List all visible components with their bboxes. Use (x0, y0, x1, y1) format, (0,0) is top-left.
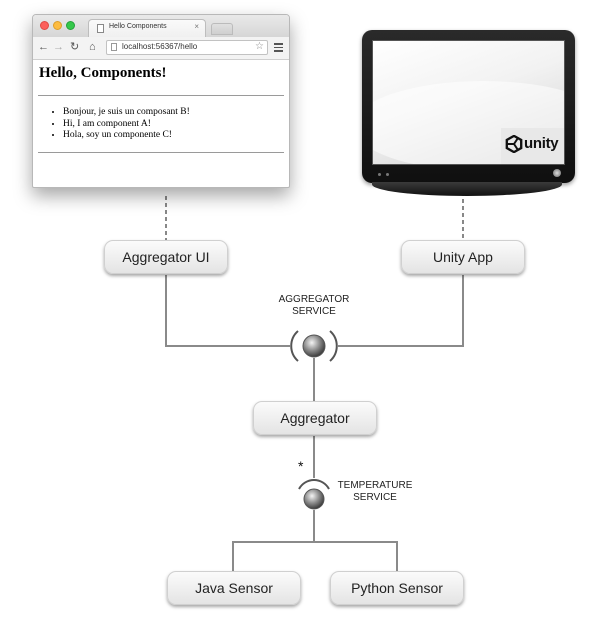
home-icon[interactable]: ⌂ (89, 41, 96, 53)
aggregator-service-socket-right (329, 330, 338, 362)
list-item: Hola, soy un componente C! (63, 130, 190, 142)
browser-titlebar: Hello Components × (33, 15, 289, 38)
unity-app-component[interactable]: Unity App (401, 240, 525, 274)
led-icon (386, 173, 389, 176)
back-arrow-icon[interactable]: ← (38, 41, 49, 53)
sensors-link (232, 510, 315, 571)
new-tab-button[interactable] (211, 23, 233, 35)
ui-service-link (165, 275, 290, 347)
menu-icon[interactable] (274, 43, 283, 52)
tab-close-icon[interactable]: × (194, 22, 199, 31)
close-window-icon[interactable] (40, 21, 49, 30)
unity-service-link (338, 275, 464, 347)
bookmark-star-icon[interactable]: ☆ (255, 41, 264, 52)
page-icon (111, 43, 117, 51)
monitor-screen: unity (372, 40, 565, 165)
java-sensor-component[interactable]: Java Sensor (167, 571, 301, 605)
address-bar[interactable]: localhost:56367/hello ☆ (106, 40, 268, 55)
temperature-service-label: TEMPERATURE SERVICE (337, 480, 413, 503)
aggregator-service-socket-left (290, 330, 299, 362)
page-heading: Hello, Components! (39, 65, 167, 81)
maximize-window-icon[interactable] (66, 21, 75, 30)
power-button-icon (553, 169, 561, 177)
url-text: localhost:56367/hello (122, 42, 198, 51)
python-sensor-component[interactable]: Python Sensor (330, 571, 464, 605)
tv-monitor: unity (362, 30, 575, 183)
list-item: Bonjour, je suis un composant B! (63, 107, 190, 119)
browser-toolbar: ← → ↻ ⌂ localhost:56367/hello ☆ (33, 37, 289, 60)
reload-icon[interactable]: ↻ (70, 41, 80, 53)
greeting-list: Bonjour, je suis un composant B! Hi, I a… (45, 107, 190, 142)
aggregator-service-ball (302, 334, 326, 358)
browser-window: Hello Components × ← → ↻ ⌂ localhost:563… (32, 14, 290, 188)
monitor-stand (372, 182, 562, 196)
document-icon (97, 24, 104, 33)
browser-tab[interactable]: Hello Components × (88, 19, 206, 37)
tab-title: Hello Components (109, 23, 167, 30)
sensors-link-right (314, 541, 398, 571)
aggregator-component[interactable]: Aggregator (253, 401, 377, 435)
led-icon (378, 173, 381, 176)
forward-arrow-icon[interactable]: → (53, 41, 64, 53)
divider (38, 152, 284, 153)
aggregator-ui-component[interactable]: Aggregator UI (104, 240, 228, 274)
unity-logo: unity (501, 128, 564, 164)
multiplicity-label: * (298, 458, 304, 474)
temperature-service-socket (298, 479, 330, 490)
unity-cube-icon (505, 135, 523, 153)
minimize-window-icon[interactable] (53, 21, 62, 30)
unity-logo-text: unity (524, 135, 559, 152)
temperature-service-ball (303, 488, 325, 510)
list-item: Hi, I am component A! (63, 119, 190, 131)
divider (38, 95, 284, 96)
aggregator-service-label: AGGREGATOR SERVICE (278, 294, 350, 317)
